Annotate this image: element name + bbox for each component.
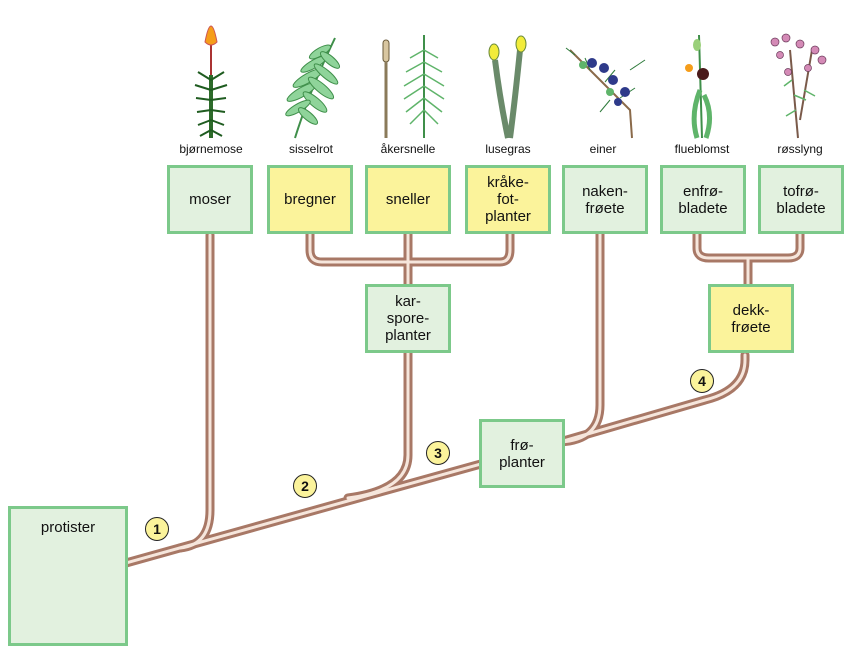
group-box-enfrobladete: enfrø- bladete xyxy=(660,165,746,234)
group-box-kraakefotplanter: kråke- fot- planter xyxy=(465,165,551,234)
heather-illustration xyxy=(770,33,827,139)
marker-4: 4 xyxy=(690,369,714,393)
fern-illustration xyxy=(285,37,341,139)
branch-nakenfroete xyxy=(555,229,605,447)
moss-illustration xyxy=(194,25,228,138)
plant-label-sisselrot: sisselrot xyxy=(288,142,333,156)
group-box-sneller: sneller xyxy=(365,165,451,234)
plant-label-einer: einer xyxy=(589,142,617,156)
marker-2: 2 xyxy=(293,474,317,498)
plant-label-lusegras: lusegras xyxy=(485,142,531,156)
protister-label: protister xyxy=(40,519,96,536)
branch-moser xyxy=(175,230,215,553)
group-box-nakenfroete: naken- frøete xyxy=(562,165,648,234)
group-box-tofrobladete: tofrø- bladete xyxy=(758,165,844,234)
group-box-bregner: bregner xyxy=(267,165,353,234)
group-box-moser: moser xyxy=(167,165,253,234)
group-box-karsporeplanter: kar- spore- planter xyxy=(365,284,451,353)
plant-label-akersnelle: åkersnelle xyxy=(380,142,436,156)
plant-label-flueblomst: flueblomst xyxy=(674,142,730,156)
horsetail-illustration xyxy=(382,35,445,138)
group-box-dekkfroete: dekk- frøete xyxy=(708,284,794,353)
orchid-illustration xyxy=(685,34,712,139)
marker-1: 1 xyxy=(145,517,169,541)
group-box-protister: protister xyxy=(8,506,128,646)
plant-label-rosslyng: røsslyng xyxy=(777,142,823,156)
group-box-froplanter: frø- planter xyxy=(479,419,565,488)
marker-3: 3 xyxy=(426,441,450,465)
plant-label-bjornemose: bjørnemose xyxy=(179,142,243,156)
clubmoss-illustration xyxy=(488,35,527,139)
juniper-illustration xyxy=(565,47,646,139)
